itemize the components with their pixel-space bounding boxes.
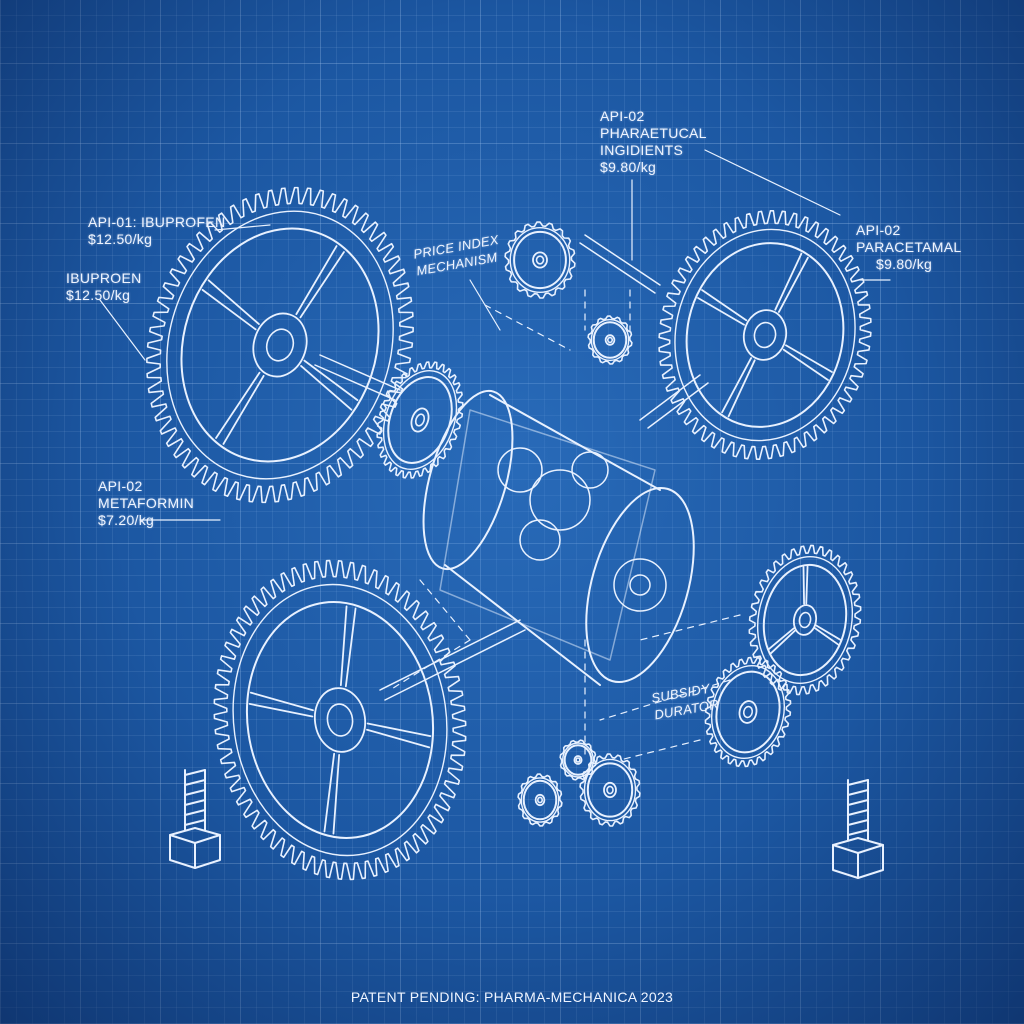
gear-large-bottom bbox=[213, 559, 467, 881]
gear-small-right bbox=[704, 656, 792, 768]
label-api02-metformin-line2: METAFORMIN bbox=[98, 495, 195, 511]
label-api02-pharma-line3: INGIDIENTS bbox=[600, 142, 684, 158]
bolt-right bbox=[832, 779, 884, 879]
central-cylinder bbox=[422, 389, 695, 686]
label-api02-paracetamol: API-02 PARACETAMAL $9.80/kg bbox=[856, 222, 961, 273]
gear-small-top bbox=[504, 221, 576, 299]
label-ibuprofen-line1: IBUPROEN bbox=[66, 270, 142, 286]
label-ibuprofen: IBUPROEN $12.50/kg bbox=[66, 270, 142, 304]
label-api02-metformin-price: $7.20/kg bbox=[98, 512, 155, 528]
label-api02-pharma-line1: API-02 bbox=[600, 108, 645, 124]
gear-large-top-left bbox=[146, 186, 414, 504]
drive-shaft bbox=[314, 354, 526, 701]
worm-screw-top bbox=[579, 234, 709, 429]
label-api02-pharma-ingredients: API-02 PHARAETUCAL INGIDIENTS $9.80/kg bbox=[600, 108, 707, 176]
gear-tiny-top bbox=[587, 315, 633, 365]
label-api01-ibuprofen-price: $12.50/kg bbox=[88, 231, 153, 247]
label-api02-metformin-line1: API-02 bbox=[98, 478, 143, 494]
gear-medium-right bbox=[748, 544, 862, 696]
bolt-left bbox=[169, 769, 221, 869]
label-api01-ibuprofen: API-01: IBUPROFEN $12.50/kg bbox=[88, 214, 225, 248]
gear-small-bottom-a bbox=[517, 773, 563, 827]
label-api02-paracetamol-line2: PARACETAMAL bbox=[856, 239, 962, 255]
label-api02-paracetamol-line1: API-02 bbox=[856, 222, 901, 238]
label-api01-ibuprofen-line1: API-01: IBUPROFEN bbox=[88, 214, 226, 230]
label-api02-paracetamol-price: $9.80/kg bbox=[876, 256, 933, 272]
label-api02-pharma-line2: PHARAETUCAL bbox=[600, 125, 707, 141]
label-ibuprofen-price: $12.50/kg bbox=[66, 287, 131, 303]
label-api02-metformin: API-02 METAFORMIN $7.20/kg bbox=[98, 478, 194, 529]
leader-lines bbox=[99, 149, 891, 521]
gear-small-bottom-c bbox=[559, 739, 597, 781]
dashed-guides bbox=[389, 289, 741, 761]
gear-large-right bbox=[658, 210, 872, 460]
gear-small-bottom-b bbox=[579, 753, 641, 827]
patent-footer: PATENT PENDING: PHARMA-MECHANICA 2023 bbox=[350, 989, 674, 1005]
label-api02-pharma-price: $9.80/kg bbox=[600, 159, 657, 175]
